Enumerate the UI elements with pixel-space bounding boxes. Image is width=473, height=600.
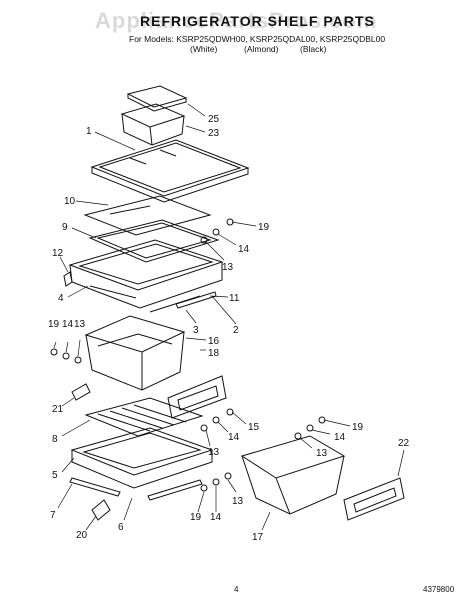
part-shelf-1 xyxy=(90,139,250,203)
callout-19-a: 19 xyxy=(258,222,270,233)
callout-14-e: 14 xyxy=(210,512,222,523)
callout-3: 3 xyxy=(193,325,199,336)
part-drawer-front-18 xyxy=(167,375,227,419)
callout-17: 17 xyxy=(252,532,264,543)
callout-7: 7 xyxy=(50,510,56,521)
page-title: REFRIGERATOR SHELF PARTS xyxy=(140,13,375,29)
callout-13-d: 13 xyxy=(316,448,328,459)
fasteners-lower xyxy=(200,416,326,492)
callout-19-c: 19 xyxy=(352,422,364,433)
part-lid-25 xyxy=(126,85,188,112)
callout-13-e: 13 xyxy=(232,496,244,507)
part-glass-10 xyxy=(83,195,212,236)
part-clip-20 xyxy=(91,499,111,521)
part-rails-6-7 xyxy=(69,477,203,501)
leader-lines xyxy=(53,103,405,531)
callout-2: 2 xyxy=(233,325,239,336)
part-drawer-front-22 xyxy=(343,477,405,521)
callout-13-b: 13 xyxy=(74,319,86,330)
part-clip-21 xyxy=(71,383,91,401)
callout-11: 11 xyxy=(229,293,240,304)
callout-18: 18 xyxy=(208,348,220,359)
document-number: 4379800 xyxy=(423,585,455,594)
part-wire-shelf-8 xyxy=(84,397,204,437)
part-bin-23 xyxy=(120,103,186,146)
callout-22: 22 xyxy=(398,438,410,449)
callout-14-d: 14 xyxy=(334,432,346,443)
callout-8: 8 xyxy=(52,434,58,445)
callout-1: 1 xyxy=(86,126,92,137)
callout-21: 21 xyxy=(52,404,64,415)
watermark: AppliancePartsPros.com xyxy=(95,8,378,33)
callout-9: 9 xyxy=(62,222,68,233)
callout-12: 12 xyxy=(52,248,64,259)
callout-15: 15 xyxy=(248,422,260,433)
part-drawer-16 xyxy=(84,315,186,391)
callout-14-c: 14 xyxy=(228,432,240,443)
fasteners-left xyxy=(50,348,82,364)
callout-4: 4 xyxy=(58,293,64,304)
callout-5: 5 xyxy=(52,470,58,481)
callout-labels: 1 2 3 4 5 6 7 8 9 10 11 12 13 13 13 13 1… xyxy=(48,114,410,543)
color-label-almond: (Almond) xyxy=(244,44,279,54)
part-drawer-17 xyxy=(240,435,346,515)
callout-23: 23 xyxy=(208,128,220,139)
part-frame-9 xyxy=(88,219,220,263)
callout-25: 25 xyxy=(208,114,220,125)
part-crisper-cover xyxy=(63,239,224,313)
part-frame-5 xyxy=(70,427,214,489)
fasteners-mid-right xyxy=(200,408,234,432)
callout-14-a: 14 xyxy=(238,244,250,255)
model-list: For Models: KSRP25QDWH00, KSRP25QDAL00, … xyxy=(129,34,386,44)
callout-10: 10 xyxy=(64,196,76,207)
callout-6: 6 xyxy=(118,522,124,533)
callout-13-a: 13 xyxy=(222,262,234,273)
callout-20: 20 xyxy=(76,530,88,541)
color-label-black: (Black) xyxy=(300,44,327,54)
page-number: 4 xyxy=(234,585,239,594)
color-label-white: (White) xyxy=(190,44,218,54)
callout-19-d: 19 xyxy=(190,512,202,523)
callout-14-b: 14 xyxy=(62,319,74,330)
callout-16: 16 xyxy=(208,336,220,347)
callout-19-b: 19 xyxy=(48,319,60,330)
callout-13-c: 13 xyxy=(208,447,220,458)
